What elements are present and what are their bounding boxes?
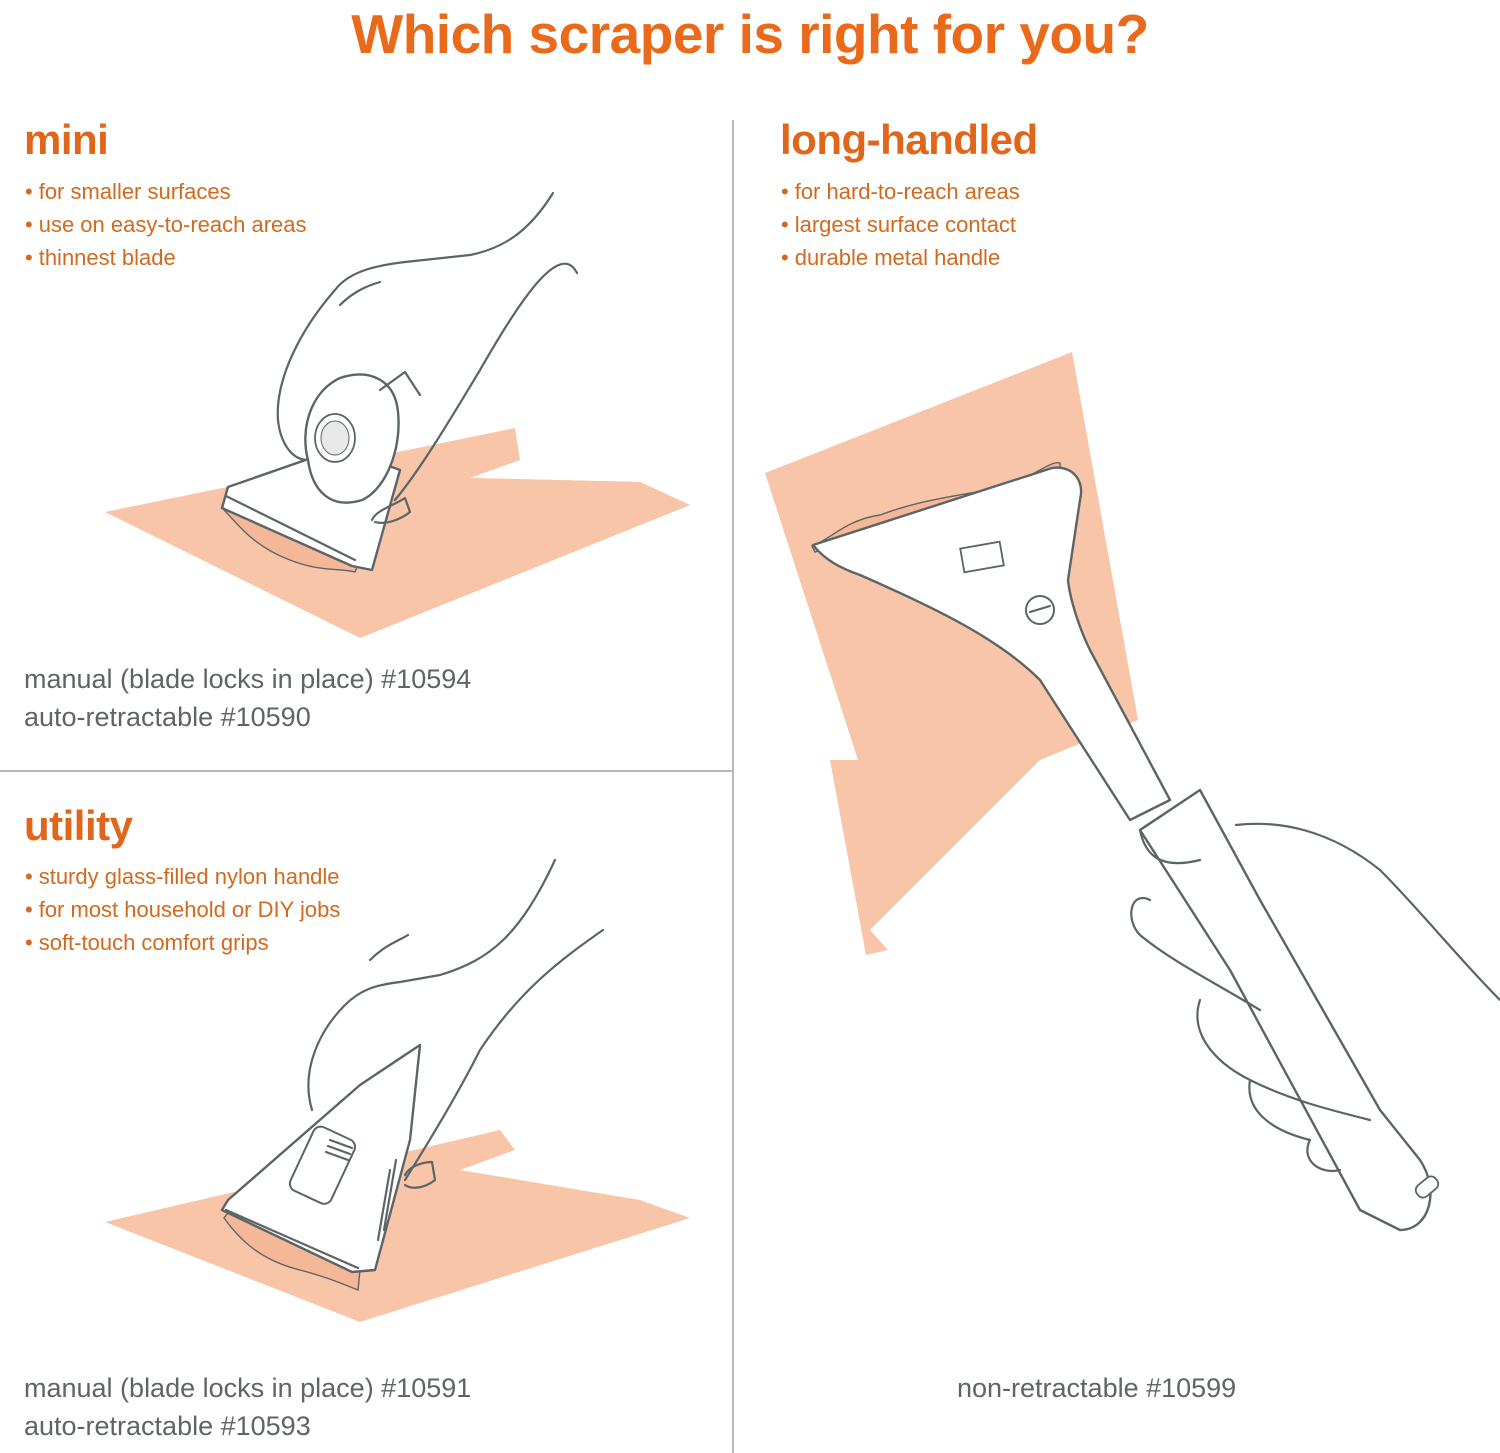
utility-feature-item: soft-touch comfort grips xyxy=(25,926,340,959)
utility-model-manual: manual (blade locks in place) #10591 xyxy=(24,1373,472,1403)
utility-heading: utility xyxy=(24,802,133,849)
mini-model-auto: auto-retractable #10590 xyxy=(24,702,311,732)
hand-holding-utility-scraper-icon xyxy=(105,858,690,1322)
utility-model-auto: auto-retractable #10593 xyxy=(24,1411,311,1441)
mini-model-manual: manual (blade locks in place) #10594 xyxy=(24,664,472,694)
mini-feature-item: for smaller surfaces xyxy=(25,175,307,208)
horizontal-divider xyxy=(0,770,733,772)
mini-heading: mini xyxy=(24,116,109,163)
mini-feature-list: for smaller surfaces use on easy-to-reac… xyxy=(25,175,307,274)
page-title: Which scraper is right for you? xyxy=(351,3,1149,65)
mini-feature-item: use on easy-to-reach areas xyxy=(25,208,307,241)
long-handled-feature-item: largest surface contact xyxy=(781,208,1020,241)
hand-holding-mini-scraper-icon xyxy=(105,191,690,638)
long-handled-heading: long-handled xyxy=(780,116,1038,163)
utility-model-list: manual (blade locks in place) #10591 aut… xyxy=(24,1369,471,1445)
hand-holding-long-handled-scraper-icon xyxy=(765,352,1500,1232)
mini-feature-item: thinnest blade xyxy=(25,241,307,274)
long-handled-feature-item: for hard-to-reach areas xyxy=(781,175,1020,208)
mini-model-list: manual (blade locks in place) #10594 aut… xyxy=(24,660,471,736)
long-handled-model-non-retractable: non-retractable #10599 xyxy=(957,1373,1237,1403)
vertical-divider xyxy=(732,120,734,1453)
long-handled-feature-list: for hard-to-reach areas largest surface … xyxy=(781,175,1020,274)
utility-feature-item: for most household or DIY jobs xyxy=(25,893,341,926)
long-handled-model-list: non-retractable #10599 xyxy=(957,1369,1236,1407)
utility-feature-list: sturdy glass-filled nylon handle for mos… xyxy=(25,860,341,959)
long-handled-feature-item: durable metal handle xyxy=(781,241,1020,274)
utility-feature-item: sturdy glass-filled nylon handle xyxy=(25,860,340,893)
